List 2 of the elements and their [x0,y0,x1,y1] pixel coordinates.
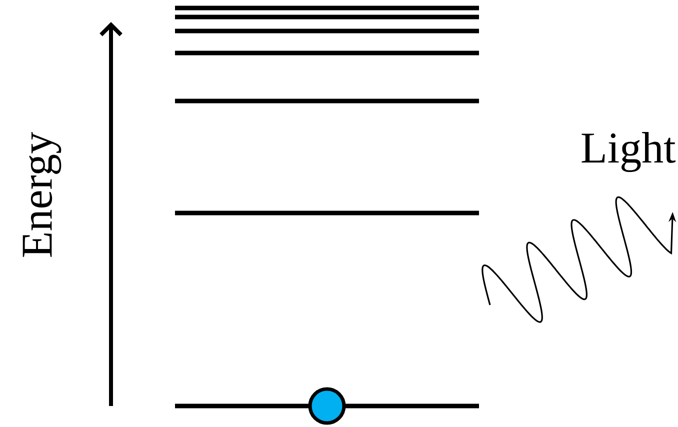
wave-label: Light [582,132,676,172]
axis-label: Energy [22,132,62,257]
